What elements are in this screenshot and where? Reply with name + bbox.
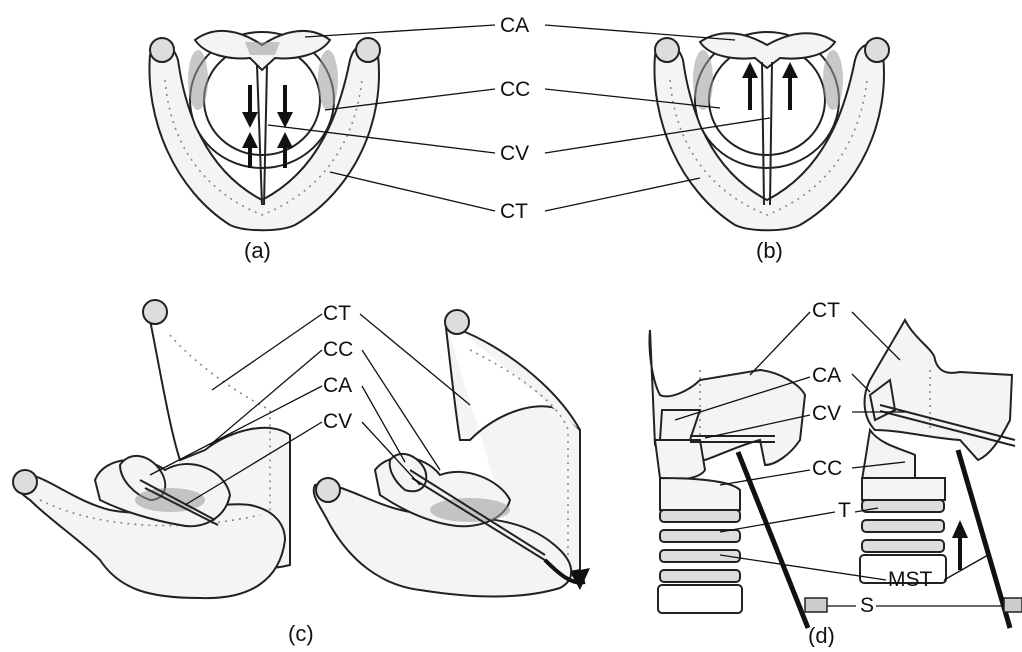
label-cv-c: CV xyxy=(323,410,352,433)
label-cv-top: CV xyxy=(500,142,529,165)
label-cv-d: CV xyxy=(812,402,841,425)
panel-c-left-drawing xyxy=(13,300,290,598)
label-ca-c: CA xyxy=(323,374,352,397)
label-cc-d: CC xyxy=(812,457,842,480)
anchor-marks-d xyxy=(805,598,1022,612)
label-ca-d: CA xyxy=(812,364,841,387)
panel-d-left-drawing xyxy=(649,330,808,628)
panel-b-caption: (b) xyxy=(756,238,783,263)
panel-c-right-drawing xyxy=(314,310,590,597)
label-ct-top: CT xyxy=(500,200,528,223)
label-s-d: S xyxy=(860,594,874,617)
panel-a-caption: (a) xyxy=(244,238,271,263)
label-mst-d: MST xyxy=(888,568,933,591)
label-ca-top: CA xyxy=(500,14,529,37)
panel-a-drawing xyxy=(149,31,380,230)
panel-d-caption: (d) xyxy=(808,623,835,647)
label-cc-c: CC xyxy=(323,338,353,361)
label-ct-d: CT xyxy=(812,299,840,322)
label-t-d: T xyxy=(838,499,851,522)
panel-c-caption: (c) xyxy=(288,621,314,646)
trachea-left xyxy=(658,510,742,613)
label-ct-c: CT xyxy=(323,302,351,325)
label-cc-top: CC xyxy=(500,78,530,101)
panel-d-right-drawing xyxy=(860,320,1015,628)
